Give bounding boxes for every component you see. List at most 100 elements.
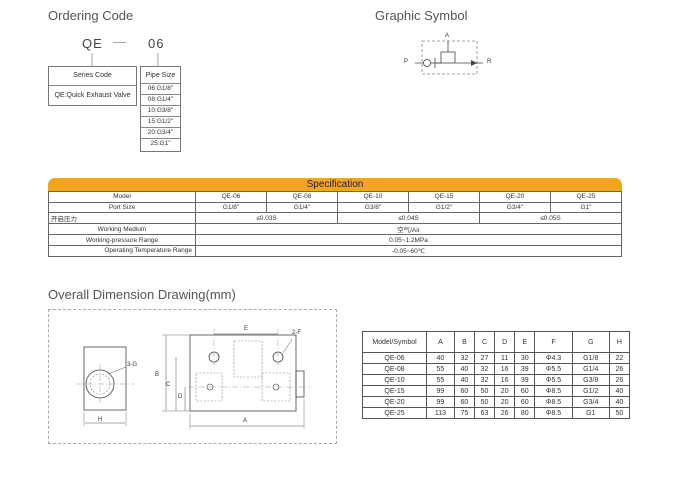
- pipe-size-item: 15:G1/2": [141, 117, 180, 128]
- spec-cell: ≤0.03S: [195, 212, 338, 225]
- graphic-symbol-title: Graphic Symbol: [375, 8, 468, 23]
- dimension-cell: 55: [426, 363, 455, 375]
- specification-title: Specification: [48, 178, 622, 191]
- pipe-size-item: 08:G1/4": [141, 95, 180, 106]
- dimension-cell: 50: [473, 385, 496, 397]
- spec-cell: 空气/Air: [195, 223, 622, 236]
- graphic-label-a: A: [445, 33, 450, 39]
- drawing-frame: [48, 309, 337, 444]
- dimension-cell: QE-10: [362, 374, 427, 386]
- dimension-cell: 16: [494, 374, 516, 386]
- spec-cell: QE-10: [337, 191, 409, 203]
- ordering-connector-lines: [91, 53, 159, 66]
- dim-label-h: H: [98, 417, 103, 423]
- spec-row-label: 开启压力: [48, 212, 196, 225]
- code-dash: —: [113, 34, 126, 49]
- dimension-cell: 75: [453, 407, 475, 419]
- pipe-size-header: Pipe Size: [141, 67, 180, 84]
- dimension-cell: 113: [426, 407, 455, 419]
- dimension-cell: 39: [514, 363, 536, 375]
- dimension-cell: G1/4: [571, 363, 610, 375]
- spec-row-label: Operating Temperature Range: [48, 245, 196, 257]
- dimension-cell: 99: [426, 385, 455, 397]
- spec-cell: G3/4": [479, 201, 551, 214]
- dimension-cell: 26: [494, 407, 516, 419]
- dimension-cell: G3/8: [571, 374, 610, 386]
- dimension-cell: 60: [453, 396, 475, 408]
- dimension-header-cell: D: [494, 331, 516, 353]
- spec-cell: QE-06: [195, 191, 267, 203]
- dimension-cell: 40: [608, 396, 631, 408]
- ordering-code-title: Ordering Code: [48, 8, 134, 23]
- dimension-cell: 30: [514, 352, 536, 364]
- dimension-header-cell: C: [473, 331, 496, 353]
- dimension-cell: G1/8: [571, 352, 610, 364]
- dimension-cell: 27: [473, 352, 496, 364]
- dimension-cell: 32: [453, 352, 475, 364]
- dimension-cell: 80: [514, 407, 536, 419]
- pipe-size-box: Pipe Size 06:G1/8" 08:G1/4" 10:G3/8" 15:…: [140, 66, 181, 152]
- series-code-header: Series Code: [49, 67, 136, 86]
- spec-cell: -0.05~60℃: [195, 245, 622, 257]
- dimension-cell: Φ5.5: [534, 363, 573, 375]
- dimension-cell: 40: [608, 385, 631, 397]
- dimension-cell: 32: [473, 363, 496, 375]
- dimension-cell: Φ8.5: [534, 407, 573, 419]
- spec-cell: ≤0.05S: [479, 212, 622, 225]
- dim-label-e: E: [244, 326, 249, 332]
- dimension-cell: 50: [608, 407, 631, 419]
- dimension-header-cell: G: [571, 331, 610, 353]
- dimension-cell: 20: [494, 385, 516, 397]
- spec-cell: G1/2": [408, 201, 480, 214]
- dim-label-f: 2-F: [292, 330, 301, 336]
- dimension-cell: 20: [494, 396, 516, 408]
- spec-cell: G1/8": [195, 201, 267, 214]
- dim-label-d: D: [178, 394, 183, 400]
- spec-row-label: Port Size: [48, 201, 196, 214]
- dimension-cell: G1/2: [571, 385, 610, 397]
- code-suffix: 06: [148, 36, 165, 51]
- spec-cell: QE-08: [266, 191, 338, 203]
- spec-cell: ≤0.04S: [337, 212, 480, 225]
- dimension-header-cell: A: [426, 331, 455, 353]
- dimension-cell: 22: [608, 352, 631, 364]
- dimension-cell: 39: [514, 374, 536, 386]
- spec-cell: G1/4": [266, 201, 338, 214]
- pipe-size-item: 06:G1/8": [141, 84, 180, 95]
- dimension-cell: 32: [473, 374, 496, 386]
- dimension-cell: 99: [426, 396, 455, 408]
- graphic-symbol-diagram: [415, 40, 483, 75]
- dimension-cell: G1: [571, 407, 610, 419]
- dimension-cell: 26: [608, 374, 631, 386]
- dimension-cell: 40: [426, 352, 455, 364]
- dimension-cell: Φ8.5: [534, 385, 573, 397]
- graphic-label-r: R: [487, 59, 492, 65]
- dimension-cell: 60: [453, 385, 475, 397]
- dimension-cell: 50: [473, 396, 496, 408]
- pipe-size-item: 25:G1": [150, 140, 171, 147]
- dimension-cell: QE-06: [362, 352, 427, 364]
- dimension-drawing: [76, 329, 310, 429]
- dimension-header-cell: F: [534, 331, 573, 353]
- series-code-value: QE:Quick Exhaust Valve: [54, 92, 131, 99]
- spec-row-label: Working-pressure Range: [48, 234, 196, 247]
- dim-label-a: A: [243, 418, 248, 424]
- dim-label-g: 3-G: [127, 362, 138, 368]
- dimension-cell: 63: [473, 407, 496, 419]
- spec-row-label: Working Medium: [48, 223, 196, 236]
- pipe-size-item: 10:G3/8": [141, 106, 180, 117]
- dimension-cell: QE-08: [362, 363, 427, 375]
- dimension-cell: Φ5.5: [534, 374, 573, 386]
- dimension-cell: 40: [453, 363, 475, 375]
- spec-cell: 0.05~1.2MPa: [195, 234, 622, 247]
